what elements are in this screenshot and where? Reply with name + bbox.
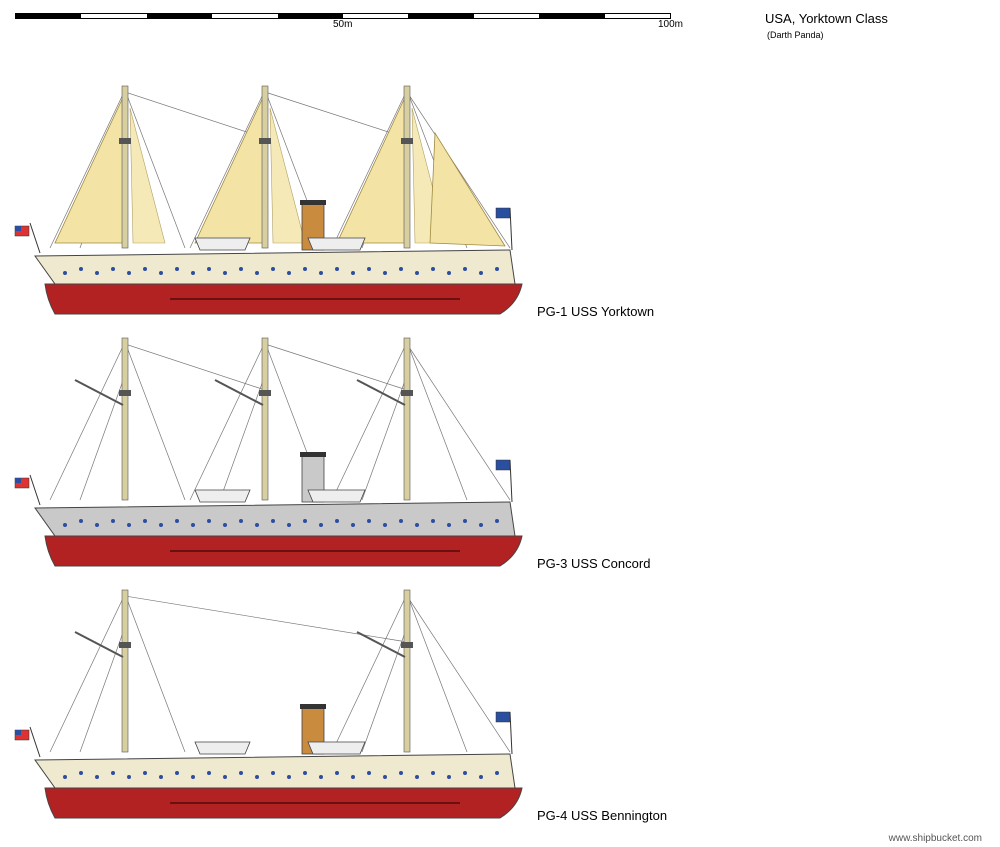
ship-label-concord: PG-3 USS Concord xyxy=(537,556,651,571)
scale-segment xyxy=(212,14,277,18)
scale-segment xyxy=(474,14,539,18)
scale-segment xyxy=(81,14,146,18)
scale-segment xyxy=(16,14,82,18)
scale-label-100m: 100m xyxy=(658,19,684,30)
ship-profile xyxy=(14,589,523,819)
scale-segment xyxy=(605,14,670,18)
scale-segment xyxy=(343,14,408,18)
scale-segment xyxy=(408,14,474,18)
scale-label-50m: 50m xyxy=(333,19,353,30)
ship-drawing-bennington xyxy=(10,582,530,822)
ship-profile xyxy=(14,85,523,315)
scale-segment xyxy=(146,14,213,18)
ship-profile xyxy=(14,337,523,567)
scale-segment xyxy=(539,14,605,18)
page-title: USA, Yorktown Class xyxy=(765,11,888,26)
scale-segment xyxy=(277,14,344,18)
scale-bar xyxy=(15,13,671,19)
ship-label-yorktown: PG-1 USS Yorktown xyxy=(537,304,655,319)
author-credit: (Darth Panda) xyxy=(767,30,824,40)
ship-label-bennington: PG-4 USS Bennington xyxy=(537,808,668,823)
ship-drawing-yorktown xyxy=(10,78,530,318)
watermark: www.shipbucket.com xyxy=(888,833,982,844)
ship-drawing-concord xyxy=(10,330,530,570)
